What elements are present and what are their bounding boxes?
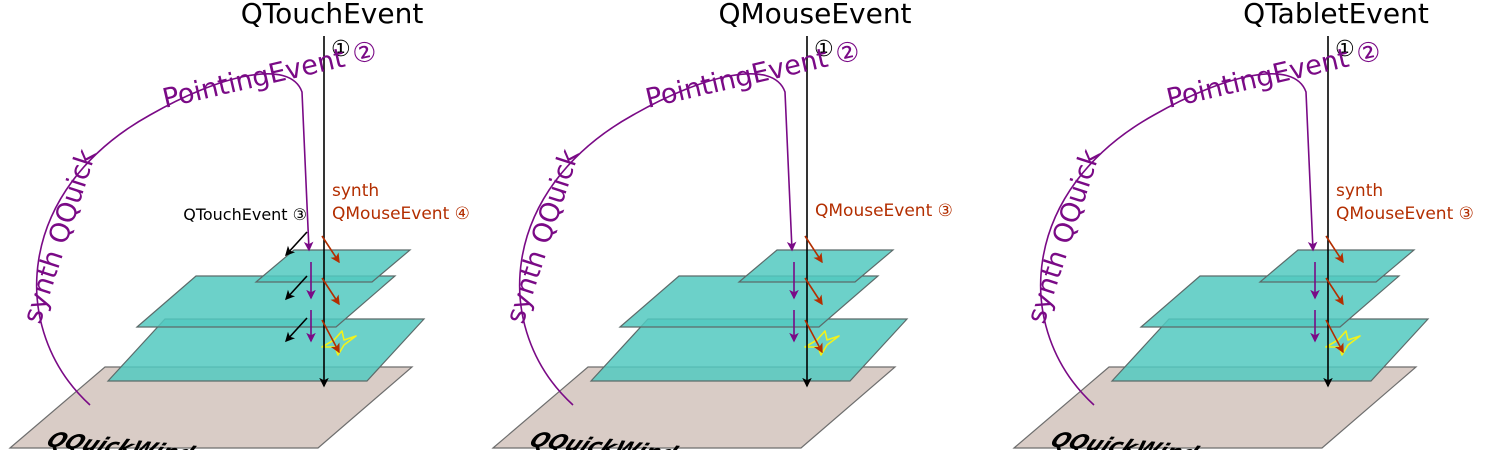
pointing-event-arc xyxy=(518,73,797,406)
pointing-event-arc xyxy=(35,73,314,406)
pointing-event-label: synth QQuick xyxy=(17,145,103,327)
item-layer-top xyxy=(737,249,895,283)
mouse-event-arrow-3 xyxy=(321,319,340,354)
mouse-event-arrow-1 xyxy=(321,235,340,264)
pointing-label-part1: synth QQuick xyxy=(17,145,103,327)
event-title: QTabletEvent xyxy=(1243,0,1429,30)
item-layer-top xyxy=(254,249,412,283)
pointing-label-part2: PointingEvent ② xyxy=(160,35,380,114)
event-title: QMouseEvent xyxy=(718,0,911,30)
touch-event-arrow-1 xyxy=(285,231,308,257)
mouse-event-label-2: QMouseEvent ③ xyxy=(1336,204,1474,224)
step-1-marker: ① xyxy=(331,37,351,62)
mouse-event-arrow-3 xyxy=(1325,319,1344,354)
pointing-event-arc xyxy=(1039,73,1318,406)
window-plane xyxy=(491,366,897,449)
window-plane xyxy=(8,366,414,449)
item-layer-bottom xyxy=(589,318,909,382)
item-layer-top xyxy=(1258,249,1416,283)
mouse-event-arrow-1 xyxy=(804,235,823,264)
event-title: QTouchEvent xyxy=(241,0,424,30)
mouse-event-arrow-2 xyxy=(321,277,340,306)
item-layer-bottom xyxy=(1110,318,1430,382)
touch-event-arrow-2 xyxy=(285,275,308,301)
pointing-label-part1: synth QQuick xyxy=(1021,145,1107,327)
mouse-event-label-1: QMouseEvent ③ xyxy=(815,201,953,221)
item-layer-middle xyxy=(135,275,397,328)
pointing-event-label: synth QQuick xyxy=(500,145,586,327)
pointing-event-label: synth QQuick xyxy=(1021,145,1107,327)
step-1-marker: ① xyxy=(814,37,834,62)
mouse-event-label-1: synth xyxy=(332,181,379,201)
touch-event-arrow-3 xyxy=(285,317,308,343)
item-layer-middle xyxy=(1139,275,1401,328)
mouse-event-arrow-2 xyxy=(1325,277,1344,306)
window-plane xyxy=(1012,366,1418,449)
item-layer-middle xyxy=(618,275,880,328)
item-layer-bottom xyxy=(106,318,426,382)
mouse-event-label-1: synth xyxy=(1336,181,1383,201)
step-1-marker: ① xyxy=(1335,37,1355,62)
touch-event-label: QTouchEvent ③ xyxy=(183,205,307,224)
pointing-label-part2: PointingEvent ② xyxy=(643,35,863,114)
mouse-event-arrow-3 xyxy=(804,319,823,354)
mouse-event-label-2: QMouseEvent ④ xyxy=(332,204,470,224)
pointing-label-part2: PointingEvent ② xyxy=(1164,35,1384,114)
mouse-event-arrow-1 xyxy=(1325,235,1344,264)
pointing-label-part1: synth QQuick xyxy=(500,145,586,327)
mouse-event-arrow-2 xyxy=(804,277,823,306)
